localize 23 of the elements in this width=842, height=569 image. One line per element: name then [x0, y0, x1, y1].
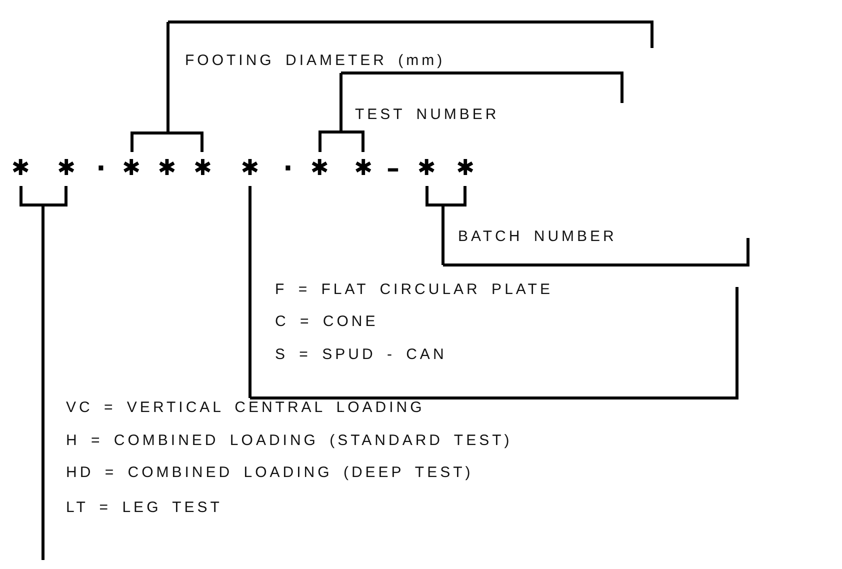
code-characters: ✱ ✱	[416, 152, 476, 186]
separator: ·	[96, 153, 106, 186]
code-definition: VC = VERTICAL CENTRAL LOADING	[66, 399, 425, 416]
code-definition: BATCH NUMBER	[458, 228, 617, 245]
code-definition: S = SPUD - CAN	[275, 346, 447, 363]
code-definition: FOOTING DIAMETER (mm)	[185, 52, 446, 69]
code-characters: ✱ ✱ ✱	[121, 152, 213, 186]
code-characters: ✱	[239, 152, 261, 186]
leader-line	[318, 72, 364, 154]
code-characters: ✱ ✱	[10, 152, 77, 186]
separator: ·	[283, 153, 293, 186]
leader-line	[426, 184, 466, 266]
code-definition: LT = LEG TEST	[66, 499, 222, 516]
code-characters: ✱ ✱	[309, 152, 374, 186]
leader-line	[248, 186, 252, 398]
code-definition: TEST NUMBER	[355, 106, 500, 123]
code-definition: C = CONE	[275, 313, 378, 330]
code-definition: HD = COMBINED LOADING (DEEP TEST)	[66, 464, 474, 481]
leader-line	[20, 184, 68, 562]
leader-line	[130, 20, 204, 154]
code-definition: F = FLAT CIRCULAR PLATE	[275, 281, 553, 298]
code-definition: H = COMBINED LOADING (STANDARD TEST)	[66, 432, 512, 449]
separator: –	[386, 153, 400, 186]
